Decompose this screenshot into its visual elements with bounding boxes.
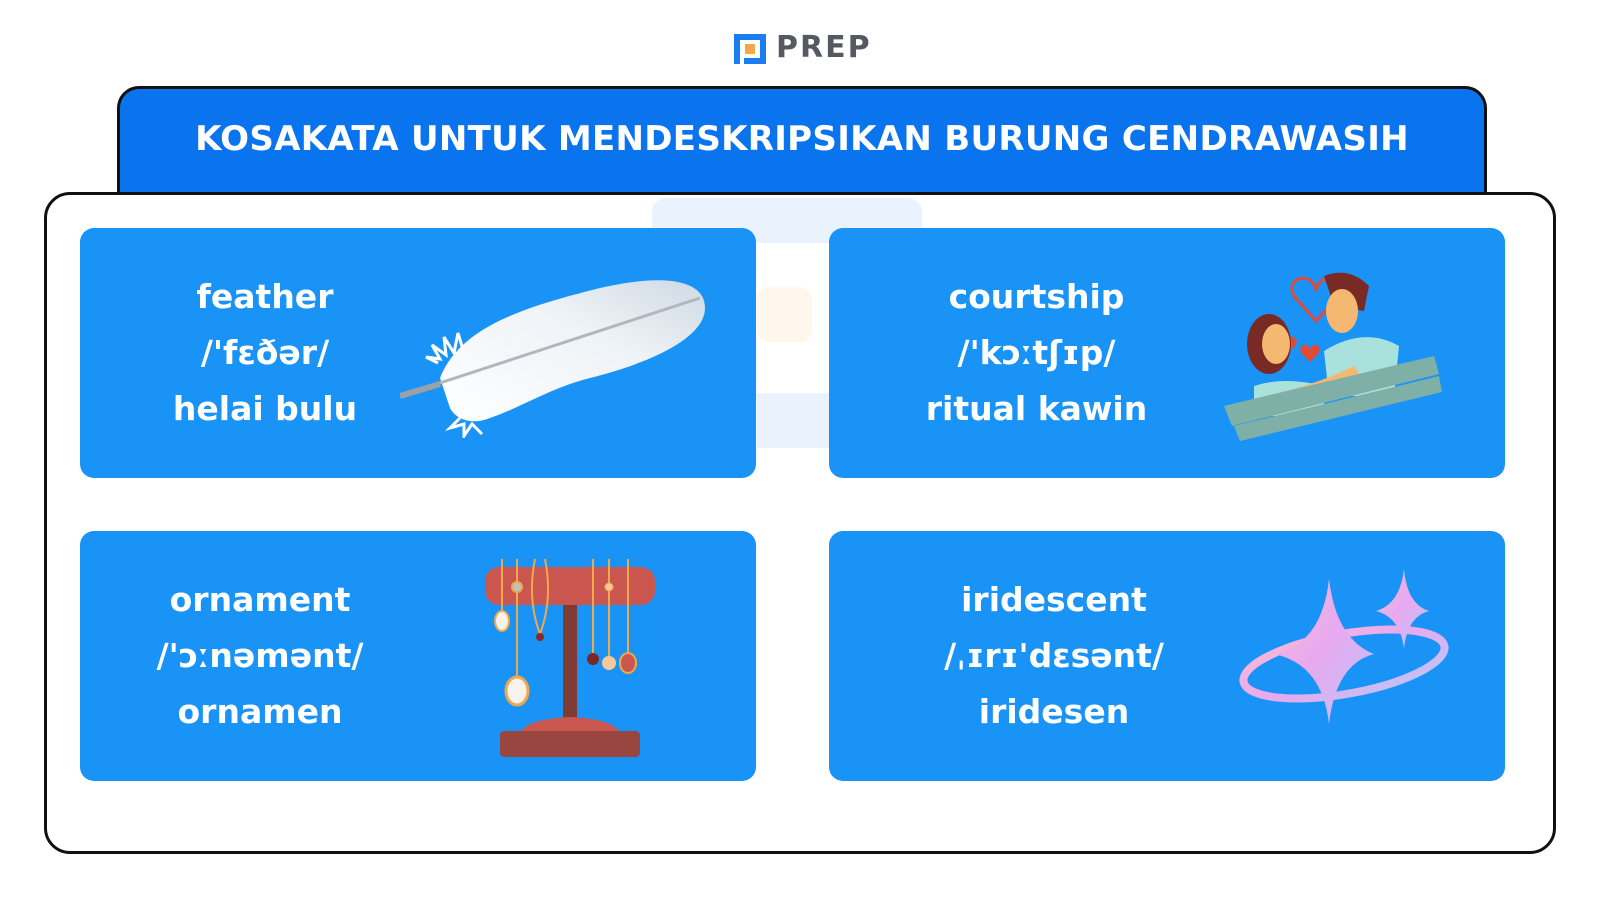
vocab-card-iridescent: iridescent /ˌɪrɪ'dɛsənt/ iridesen [829,531,1505,781]
prep-logo-text: PREP [776,30,872,65]
vocab-word: ornament [169,580,351,619]
vocab-word: courtship [948,277,1125,316]
vocab-translation: ornamen [177,692,343,731]
couple-on-bench-icon [1224,266,1444,441]
vocab-card-text: ornament /'ɔːnəmənt/ ornamen [135,531,385,781]
prep-logo-icon [730,28,770,68]
vocab-card-text: feather /'fɛðər/ helai bulu [140,228,390,478]
vocab-ipa: /'kɔːtʃɪp/ [957,333,1116,372]
watermark-logo-bottom [757,393,832,448]
iridescent-sparkle-icon [1234,569,1449,734]
vocabulary-panel: feather /'fɛðər/ helai bulu [44,192,1556,854]
prep-logo: PREP [730,28,872,68]
jewelry-stand-icon [485,558,660,759]
vocab-word: feather [196,277,334,316]
vocab-ipa: /ˌɪrɪ'dɛsənt/ [944,636,1164,675]
vocab-card-text: courtship /'kɔːtʃɪp/ ritual kawin [899,228,1174,478]
watermark-logo-center [757,287,812,342]
vocab-ipa: /'ɔːnəmənt/ [156,636,364,675]
title-banner: KOSAKATA UNTUK MENDESKRIPSIKAN BURUNG CE… [117,86,1487,198]
vocab-card-feather: feather /'fɛðər/ helai bulu [80,228,756,478]
vocab-translation: iridesen [978,692,1130,731]
vocab-translation: helai bulu [172,389,358,428]
vocab-translation: ritual kawin [925,389,1148,428]
vocab-card-courtship: courtship /'kɔːtʃɪp/ ritual kawin [829,228,1505,478]
page-title: KOSAKATA UNTUK MENDESKRIPSIKAN BURUNG CE… [195,119,1409,159]
vocab-word: iridescent [961,580,1147,619]
vocab-card-text: iridescent /ˌɪrɪ'dɛsənt/ iridesen [919,531,1189,781]
feather-icon [399,268,720,441]
vocab-ipa: /'fɛðər/ [200,333,330,372]
vocab-card-ornament: ornament /'ɔːnəmənt/ ornamen [80,531,756,781]
